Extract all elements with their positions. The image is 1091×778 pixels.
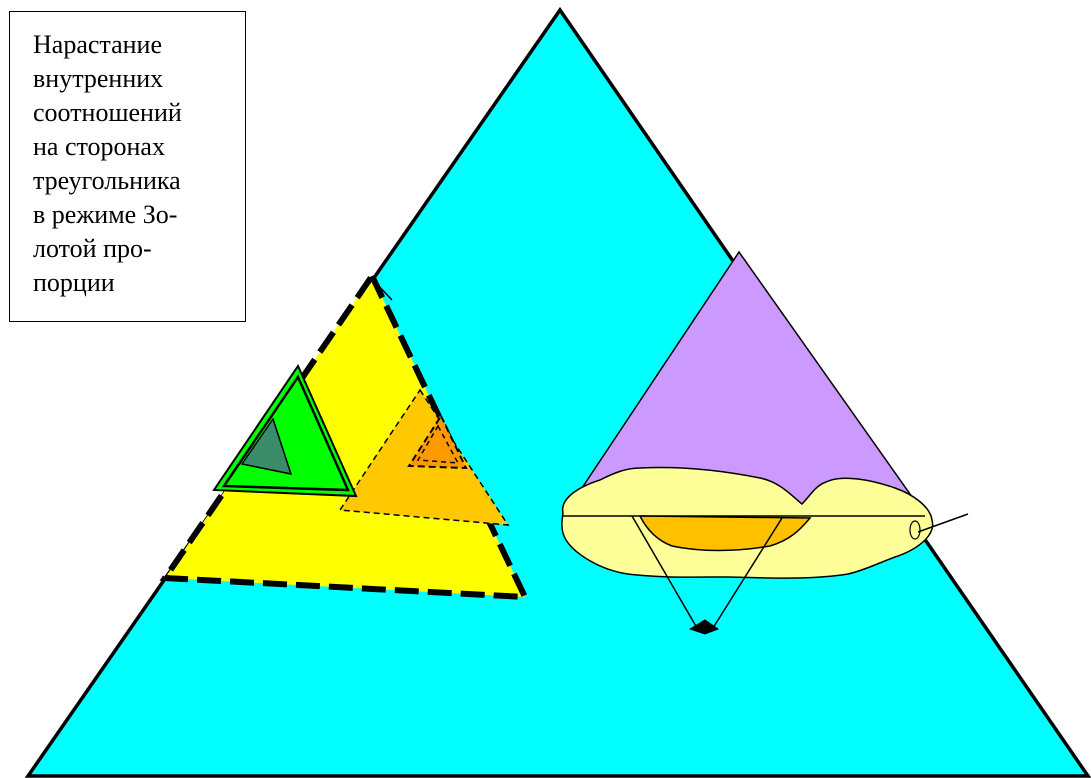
orange-triangle bbox=[407, 413, 468, 470]
caption-line: в режиме Зо- bbox=[33, 200, 178, 229]
caption-line: Нарастание bbox=[33, 30, 162, 59]
blob-side-loop bbox=[909, 520, 921, 540]
caption-line: внутренних bbox=[33, 64, 164, 93]
caption-line: соотношений bbox=[33, 98, 182, 127]
outer-triangle-side-tick bbox=[917, 513, 969, 533]
caption-line: лотой про- bbox=[33, 234, 152, 263]
caption-line: порции bbox=[33, 268, 115, 297]
dark-green-triangle bbox=[240, 417, 293, 475]
caption-line: треугольника bbox=[33, 166, 181, 195]
yellow-triangle-apex-tick bbox=[375, 282, 393, 301]
caption-box: Нарастание внутренних соотношений на сто… bbox=[9, 11, 246, 322]
convergence-point-marker bbox=[688, 619, 720, 635]
caption-line: на сторонах bbox=[33, 132, 165, 161]
projection-line-left bbox=[631, 515, 698, 629]
projection-line-right bbox=[712, 517, 783, 629]
orange-triangle-inner-outline bbox=[416, 424, 460, 464]
